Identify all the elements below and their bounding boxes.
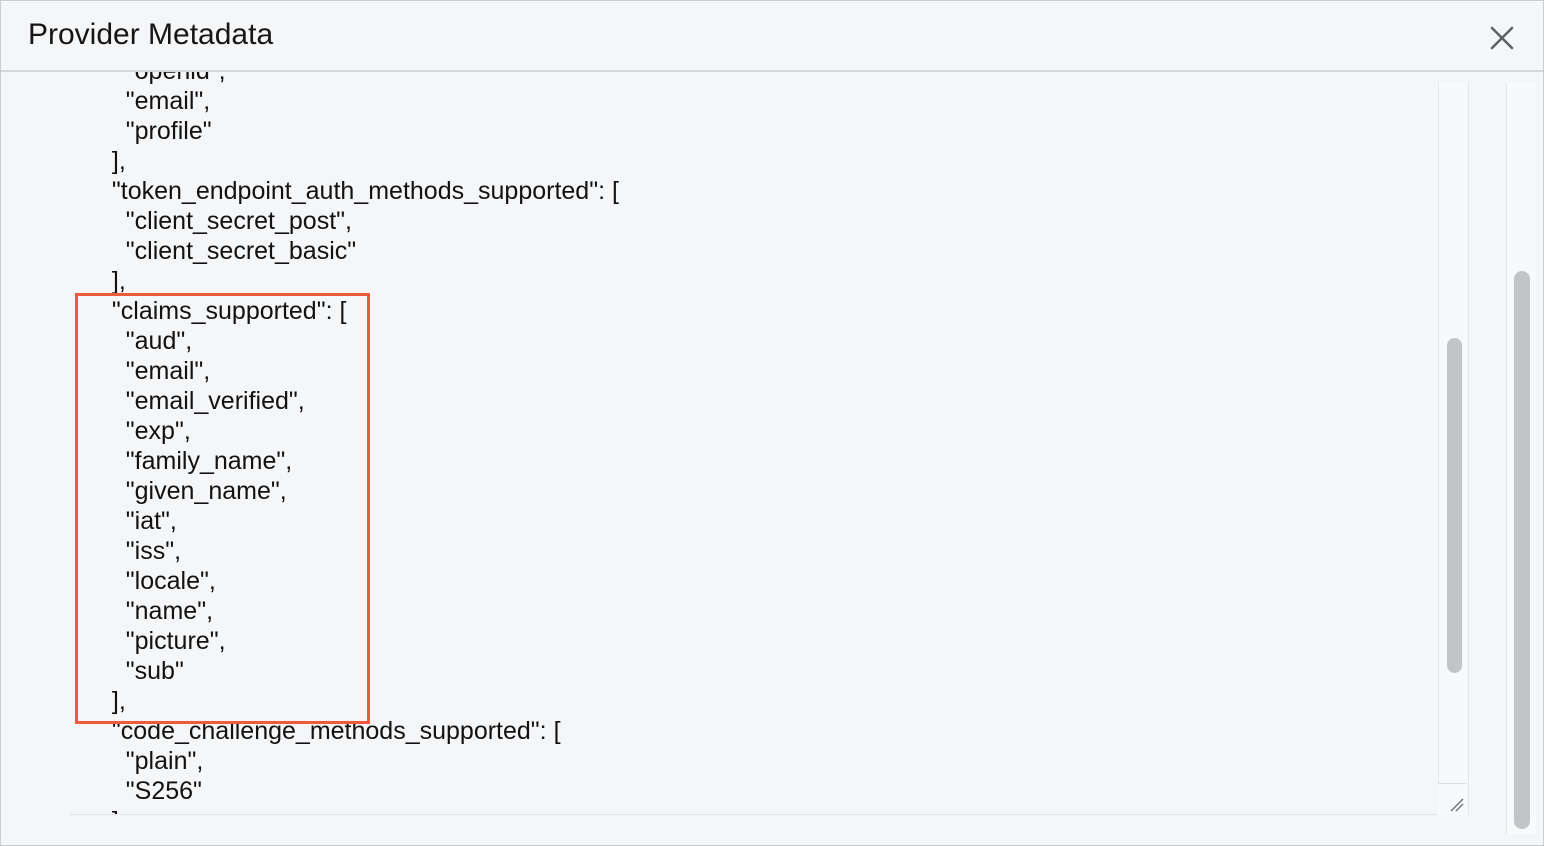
json-line: "code_challenge_methods_supported": [ (98, 717, 561, 745)
close-button[interactable] (1482, 20, 1522, 58)
json-line: ], (98, 687, 126, 715)
json-line: "iat", (98, 507, 177, 535)
resize-grip-icon (1450, 798, 1464, 812)
textarea-scrollbar-thumb[interactable] (1447, 338, 1462, 673)
json-line: "email", (98, 87, 211, 115)
json-line: ], (98, 147, 126, 175)
json-line: "plain", (98, 747, 204, 775)
json-line: "family_name", (98, 447, 293, 475)
json-line: "email_verified", (98, 387, 305, 415)
json-line: "client_secret_post", (98, 207, 352, 235)
json-line: "picture", (98, 627, 226, 655)
dialog-header: Provider Metadata (1, 1, 1543, 72)
json-line: "iss", (98, 537, 182, 565)
json-line: ] (98, 806, 619, 814)
json-line: "openid", (98, 72, 619, 86)
json-line: "given_name", (98, 477, 287, 505)
close-icon (1490, 26, 1514, 50)
metadata-json-content: "openid", "email", "profile" ], "token_e… (98, 72, 619, 814)
textarea-resize-handle[interactable] (1438, 783, 1467, 815)
json-line: "client_secret_basic" (98, 237, 357, 265)
dialog-title: Provider Metadata (28, 18, 274, 51)
json-line: "profile" (98, 117, 212, 145)
json-line: "exp", (98, 417, 191, 445)
json-line: "sub" (98, 657, 184, 685)
json-line: "claims_supported": [ (98, 297, 347, 325)
json-line: "aud", (98, 327, 193, 355)
metadata-json-textarea[interactable]: "openid", "email", "profile" ], "token_e… (71, 72, 1469, 814)
textarea-bottom-border (71, 814, 1469, 815)
json-line: ], (98, 267, 126, 295)
json-line: "token_endpoint_auth_methods_supported":… (98, 177, 619, 205)
json-line: "S256" (98, 777, 202, 805)
json-line: "name", (98, 597, 214, 625)
json-line: "email", (98, 357, 211, 385)
dialog-scrollbar-thumb[interactable] (1514, 271, 1530, 829)
json-line: "locale", (98, 567, 216, 595)
